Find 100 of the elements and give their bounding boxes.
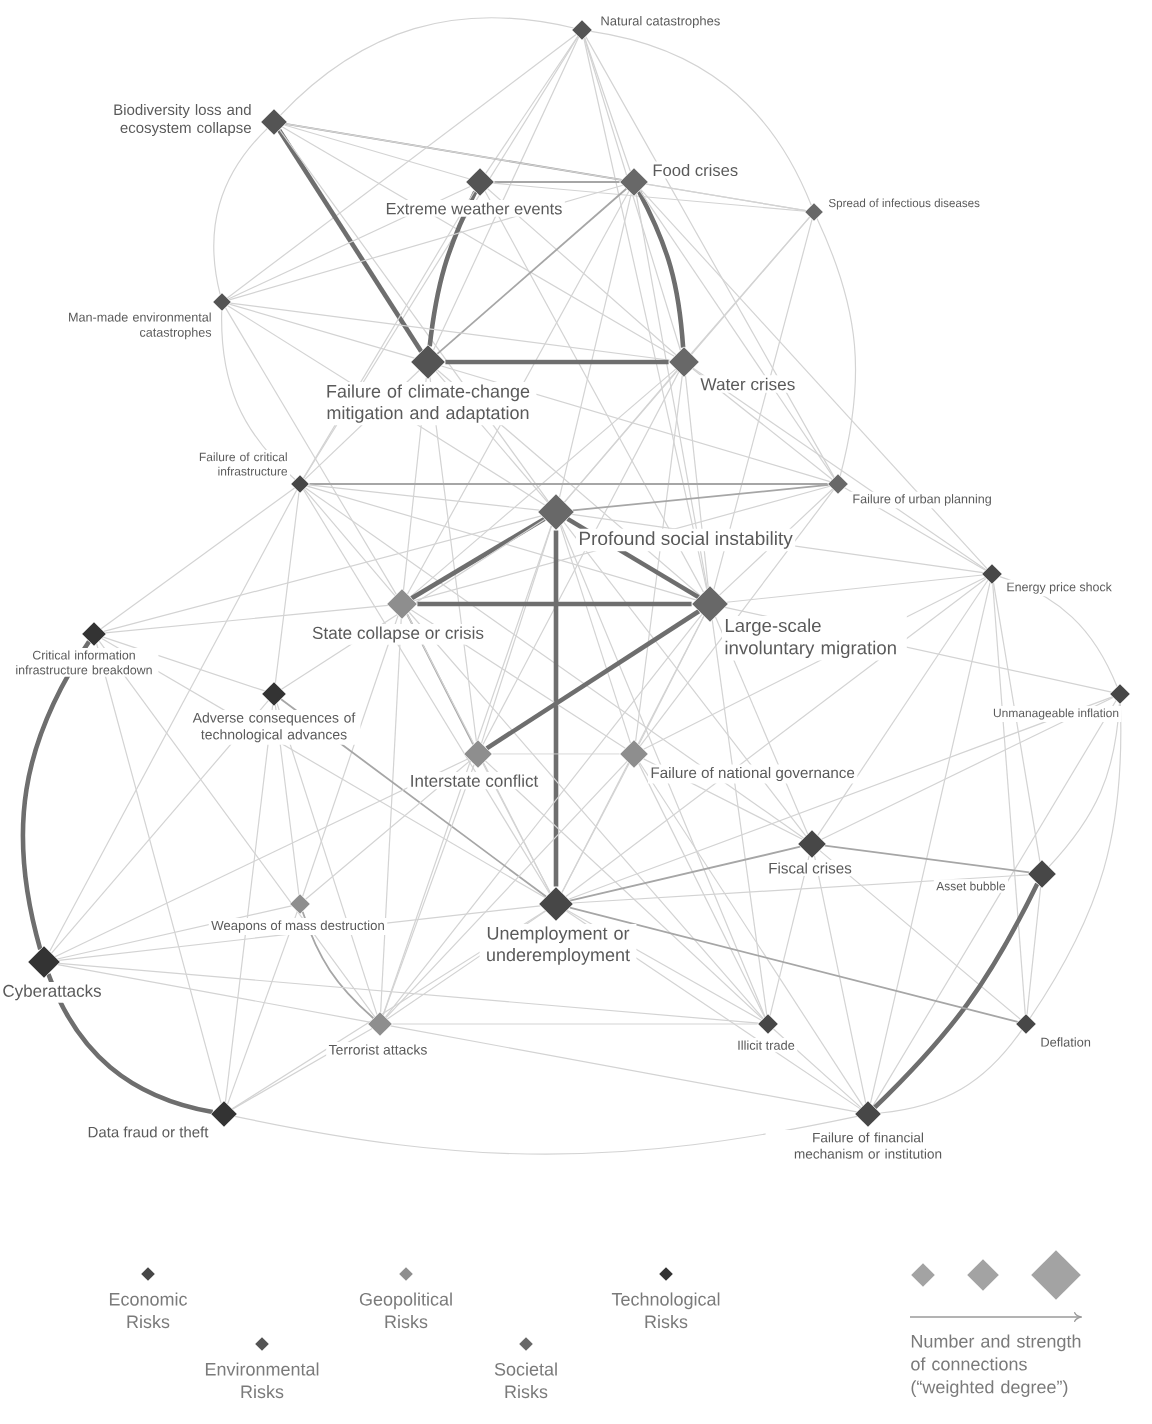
connection-line xyxy=(440,365,831,483)
connection-line xyxy=(487,188,677,356)
connection-line xyxy=(816,217,857,477)
connection-line xyxy=(482,762,551,894)
connection-line xyxy=(639,489,835,747)
connection-line xyxy=(1029,703,1122,1019)
connection-line xyxy=(492,182,806,212)
connection-line xyxy=(226,911,298,1105)
connection-line xyxy=(583,37,681,351)
connection-line xyxy=(561,762,630,894)
connection-line xyxy=(302,614,399,897)
connection-line xyxy=(819,850,1021,1020)
connection-line xyxy=(692,368,833,480)
legend-label: Economic Risks xyxy=(109,1292,188,1329)
connection-line xyxy=(389,1025,858,1113)
connection-line xyxy=(635,193,708,589)
connection-line xyxy=(480,525,553,744)
connection-line xyxy=(484,760,764,1020)
connection-line xyxy=(558,193,632,498)
connection-line xyxy=(639,762,864,1107)
connection-line xyxy=(224,307,397,595)
connection-line xyxy=(843,487,987,571)
connection-line xyxy=(445,359,669,365)
connection-line xyxy=(280,518,546,690)
connection-line xyxy=(58,905,541,961)
connection-line xyxy=(227,185,471,300)
connection-line xyxy=(54,758,469,958)
connection-line xyxy=(49,489,298,952)
connection-line xyxy=(302,489,550,894)
connection-line xyxy=(813,855,867,1104)
connection-line xyxy=(274,704,300,896)
connection-line xyxy=(879,1029,1023,1114)
connection-line xyxy=(485,35,579,174)
connection-line xyxy=(724,606,1113,693)
connection-line xyxy=(276,702,378,1016)
connection-line xyxy=(821,696,1114,840)
connection-line xyxy=(772,1028,862,1109)
connection-line xyxy=(690,216,811,355)
connection-line xyxy=(305,760,471,900)
connection-line xyxy=(563,521,807,837)
connection-line xyxy=(382,763,475,1016)
connection-line xyxy=(493,181,621,183)
legend-label: Environmental Risks xyxy=(205,1362,319,1399)
connection-line xyxy=(718,488,834,596)
connection-line xyxy=(308,483,829,485)
connection-line xyxy=(590,30,812,206)
legend-label: Societal Risks xyxy=(494,1362,557,1399)
connection-line xyxy=(1048,703,1120,868)
connection-line xyxy=(410,516,546,601)
connection-line xyxy=(429,376,477,742)
connection-line xyxy=(563,369,678,503)
connection-line xyxy=(224,704,274,1103)
connection-line xyxy=(566,909,762,1021)
connection-line xyxy=(413,485,831,602)
connection-line xyxy=(380,618,402,1013)
connection-line xyxy=(869,581,991,1104)
connection-line xyxy=(640,188,988,570)
connection-line xyxy=(402,377,427,591)
connection-line xyxy=(304,369,420,481)
connection-line xyxy=(303,488,396,597)
connection-line xyxy=(302,190,476,479)
legend-label: Geopolitical Risks xyxy=(359,1292,452,1329)
risk-label: Interstate conflict xyxy=(411,774,539,787)
connection-line xyxy=(1026,886,1042,1016)
connection-line xyxy=(301,910,375,1020)
connection-line xyxy=(714,616,809,835)
connection-line xyxy=(817,579,989,836)
risk-label: Large-scale involuntary migration xyxy=(725,618,896,659)
connection-line xyxy=(692,367,987,571)
connection-line xyxy=(227,305,546,506)
connection-line xyxy=(46,973,214,1115)
connection-line xyxy=(565,910,861,1110)
risk-label: Food crises xyxy=(653,163,738,177)
connection-line xyxy=(96,643,222,1105)
connection-line xyxy=(639,190,835,479)
connection-line xyxy=(999,576,1118,688)
connection-line xyxy=(769,855,810,1017)
connection-line xyxy=(684,375,709,588)
connection-line xyxy=(571,874,1030,904)
connection-line xyxy=(56,905,293,960)
risk-label: Profound social instability xyxy=(579,531,793,549)
connection-line xyxy=(565,577,987,898)
connection-line xyxy=(823,844,1031,874)
connection-line xyxy=(568,696,1114,900)
connection-line xyxy=(436,187,628,355)
risk-label: Unemployment or underemployment xyxy=(487,926,630,965)
connection-line xyxy=(642,758,804,840)
connection-line xyxy=(382,525,552,1016)
connection-line xyxy=(228,303,416,359)
risk-label: Cyberattacks xyxy=(3,984,101,1001)
connection-line xyxy=(303,35,579,479)
connection-line xyxy=(482,371,680,746)
connection-line xyxy=(306,485,697,601)
risk-label: Water crises xyxy=(700,377,795,391)
connection-line xyxy=(385,760,628,1019)
connection-line xyxy=(571,484,830,512)
connection-line xyxy=(635,375,683,742)
legend-label: Number and strength of connections (“weighted degree”) xyxy=(911,1334,1081,1397)
connection-line xyxy=(485,609,701,751)
connection-line xyxy=(226,33,577,299)
